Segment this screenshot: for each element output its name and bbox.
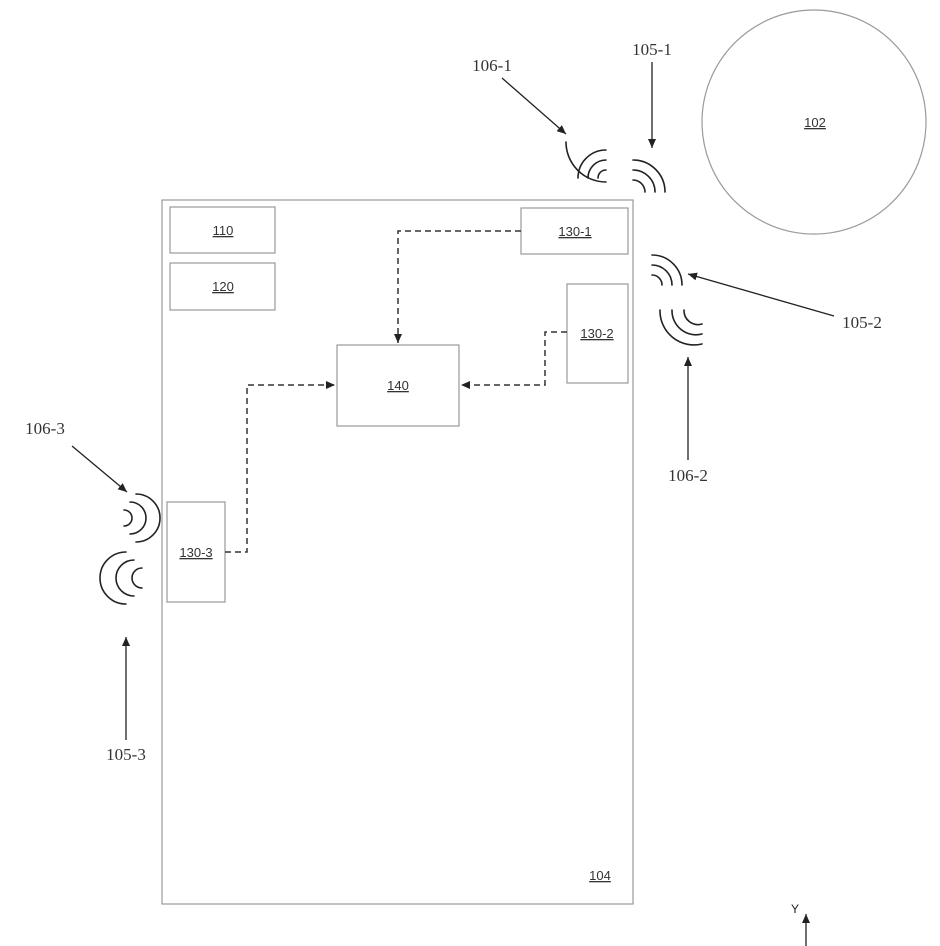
source-102: 102 — [701, 9, 927, 235]
ref-106-3-label: 106-3 — [25, 419, 65, 438]
vehicle-104-label: 104 — [589, 868, 611, 883]
signal-path-130-2-to-140 — [461, 331, 567, 389]
sensor-130-1-label: 130-1 — [558, 224, 591, 239]
signal-path-130-3-to-140 — [225, 381, 335, 553]
wave-icon-106-2 — [659, 309, 703, 346]
component-110: 110 — [169, 206, 276, 254]
axis-indicator: Y — [791, 902, 810, 946]
ref-106-2: 106-2 — [659, 309, 708, 485]
wave-icon-106-1 — [565, 141, 607, 183]
sensor-130-3-label: 130-3 — [179, 545, 212, 560]
ref-106-1: 106-1 — [472, 56, 607, 183]
source-102-label: 102 — [804, 115, 826, 130]
y-axis-label: Y — [791, 902, 799, 916]
sensor-130-2-label: 130-2 — [580, 326, 613, 341]
ref-106-3: 106-3 — [25, 419, 161, 543]
sensor-130-3: 130-3 — [166, 501, 226, 603]
wave-icon-106-3 — [123, 493, 161, 543]
wave-icon-105-1 — [632, 159, 666, 193]
ref-105-3-label: 105-3 — [106, 745, 146, 764]
ref-106-2-label: 106-2 — [668, 466, 708, 485]
controller-140: 140 — [336, 344, 460, 427]
ref-105-3: 105-3 — [99, 551, 146, 764]
component-120-label: 120 — [212, 279, 234, 294]
signal-path-130-1-to-140 — [394, 230, 521, 343]
sensor-130-1: 130-1 — [520, 207, 629, 255]
component-120: 120 — [169, 262, 276, 311]
ref-106-1-label: 106-1 — [472, 56, 512, 75]
vehicle-104: 104 — [161, 199, 634, 905]
ref-105-2: 105-2 — [651, 254, 882, 332]
ref-105-2-label: 105-2 — [842, 313, 882, 332]
ref-105-1: 105-1 — [632, 40, 672, 193]
ref-105-1-label: 105-1 — [632, 40, 672, 59]
wave-icon-105-3 — [99, 551, 143, 605]
controller-140-label: 140 — [387, 378, 409, 393]
sensor-130-2: 130-2 — [566, 283, 629, 384]
component-110-label: 110 — [213, 223, 234, 238]
wave-icon-105-2 — [651, 254, 683, 286]
